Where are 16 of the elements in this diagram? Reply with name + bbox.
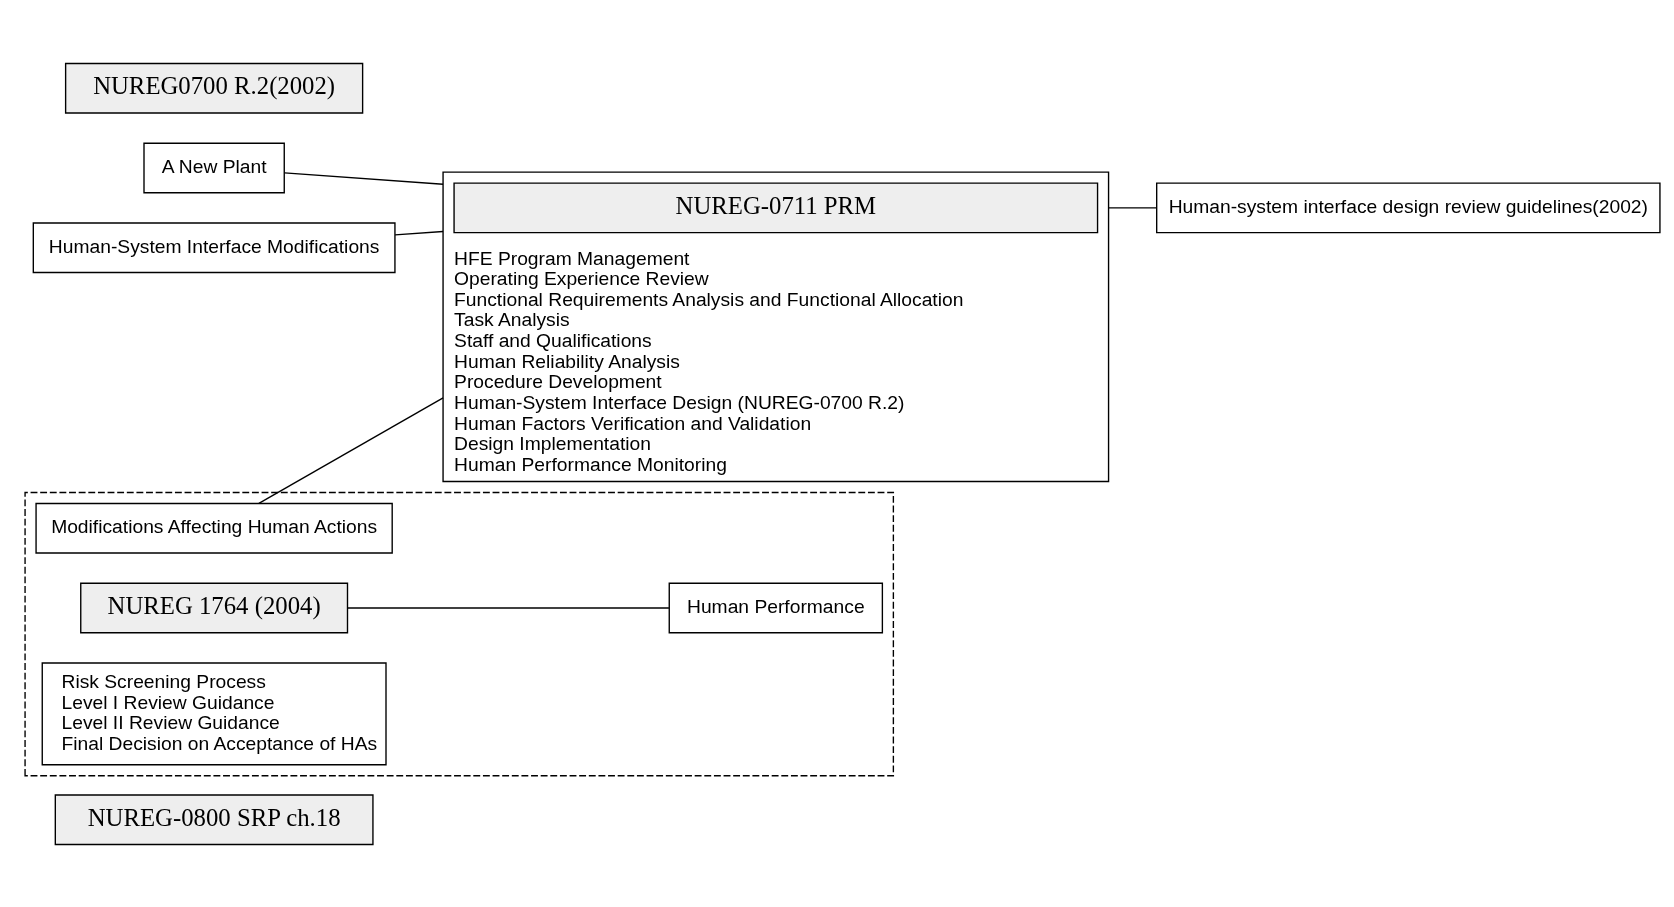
node-box: NUREG-0711 PRM [453,181,1099,233]
node-box: Human-System Interface Modifications [32,221,396,273]
connector [1107,206,1158,209]
node-box: Risk Screening Process Level I Review Guidance Level II Review Guidance Final Decision on Acceptance of HAs [41,661,387,765]
connector [258,396,444,504]
node-box: NUREG-0800 SRP ch.18 [54,793,374,845]
node-box: Human Performance [668,582,884,633]
node-box: Modifications Affecting Human Actions [35,502,393,554]
connector [394,230,444,236]
node-box: Human-system interface design review guidelines(2002) [1156,181,1661,233]
connector [346,606,670,609]
cluster [24,491,895,776]
connector [283,171,444,185]
node-box: NUREG 1764 (2004) [80,582,349,633]
node-box: NUREG0700 R.2(2002) [64,62,364,114]
node-box: A New Plant [143,142,285,193]
